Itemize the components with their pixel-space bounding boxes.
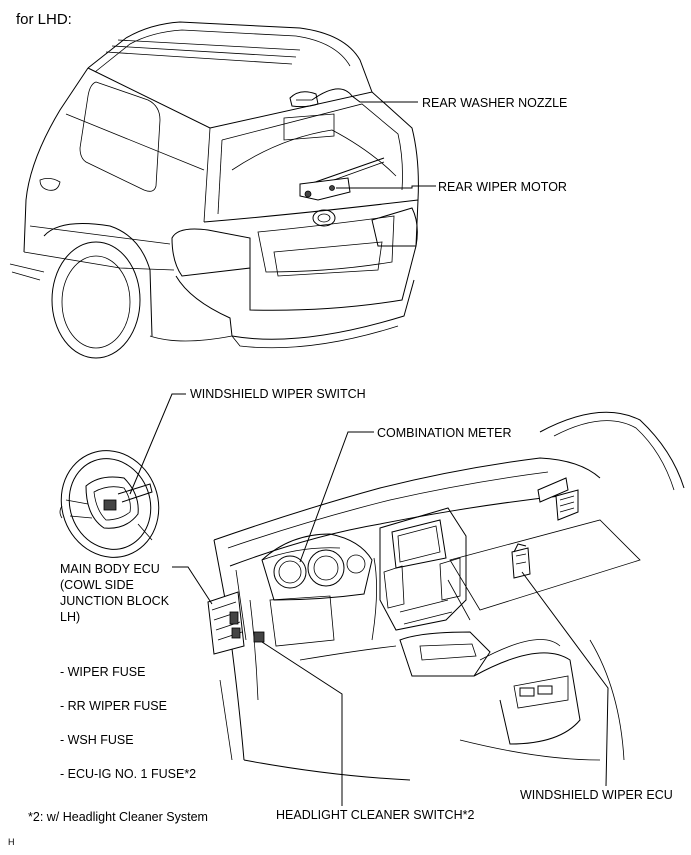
- label-headlight-cleaner-switch: HEADLIGHT CLEANER SWITCH*2: [276, 808, 475, 822]
- vehicle-rear-illustration: [9, 21, 419, 359]
- fuse-item: - ECU-IG NO. 1 FUSE*2: [60, 767, 197, 781]
- leader-headlight-cleaner-switch: [261, 641, 343, 806]
- label-rear-wiper-motor: REAR WIPER MOTOR: [438, 180, 567, 194]
- leader-main-body-ecu: [172, 566, 213, 605]
- dashboard-illustration: [207, 411, 685, 781]
- steering-wheel-illustration: [59, 450, 160, 558]
- leader-windshield-wiper-switch: [129, 393, 186, 495]
- main-body-ecu-line-4: LH): [60, 610, 81, 624]
- header-title: for LHD:: [16, 11, 72, 28]
- main-body-ecu-line-2: (COWL SIDE: [60, 578, 134, 592]
- main-body-ecu-line-3: JUNCTION BLOCK: [60, 594, 170, 608]
- footnote: *2: w/ Headlight Cleaner System: [28, 810, 208, 824]
- label-windshield-wiper-switch: WINDSHIELD WIPER SWITCH: [190, 387, 366, 401]
- label-combination-meter: COMBINATION METER: [377, 426, 512, 440]
- label-main-body-ecu: MAIN BODY ECU (COWL SIDE JUNCTION BLOCK …: [60, 561, 169, 625]
- corner-mark: H: [8, 837, 15, 847]
- leader-combination-meter: [299, 431, 374, 563]
- fuse-item: - WIPER FUSE: [60, 665, 146, 679]
- leader-rear-wiper-motor: [336, 185, 436, 189]
- label-rear-washer-nozzle: REAR WASHER NOZZLE: [422, 96, 568, 110]
- fuse-item: - WSH FUSE: [60, 733, 134, 747]
- leader-windshield-wiper-ecu: [521, 571, 609, 787]
- fuse-item: - RR WIPER FUSE: [60, 699, 167, 713]
- label-windshield-wiper-ecu: WINDSHIELD WIPER ECU: [520, 788, 673, 802]
- leader-rear-washer-nozzle: [311, 88, 418, 103]
- main-body-ecu-line-1: MAIN BODY ECU: [60, 562, 160, 576]
